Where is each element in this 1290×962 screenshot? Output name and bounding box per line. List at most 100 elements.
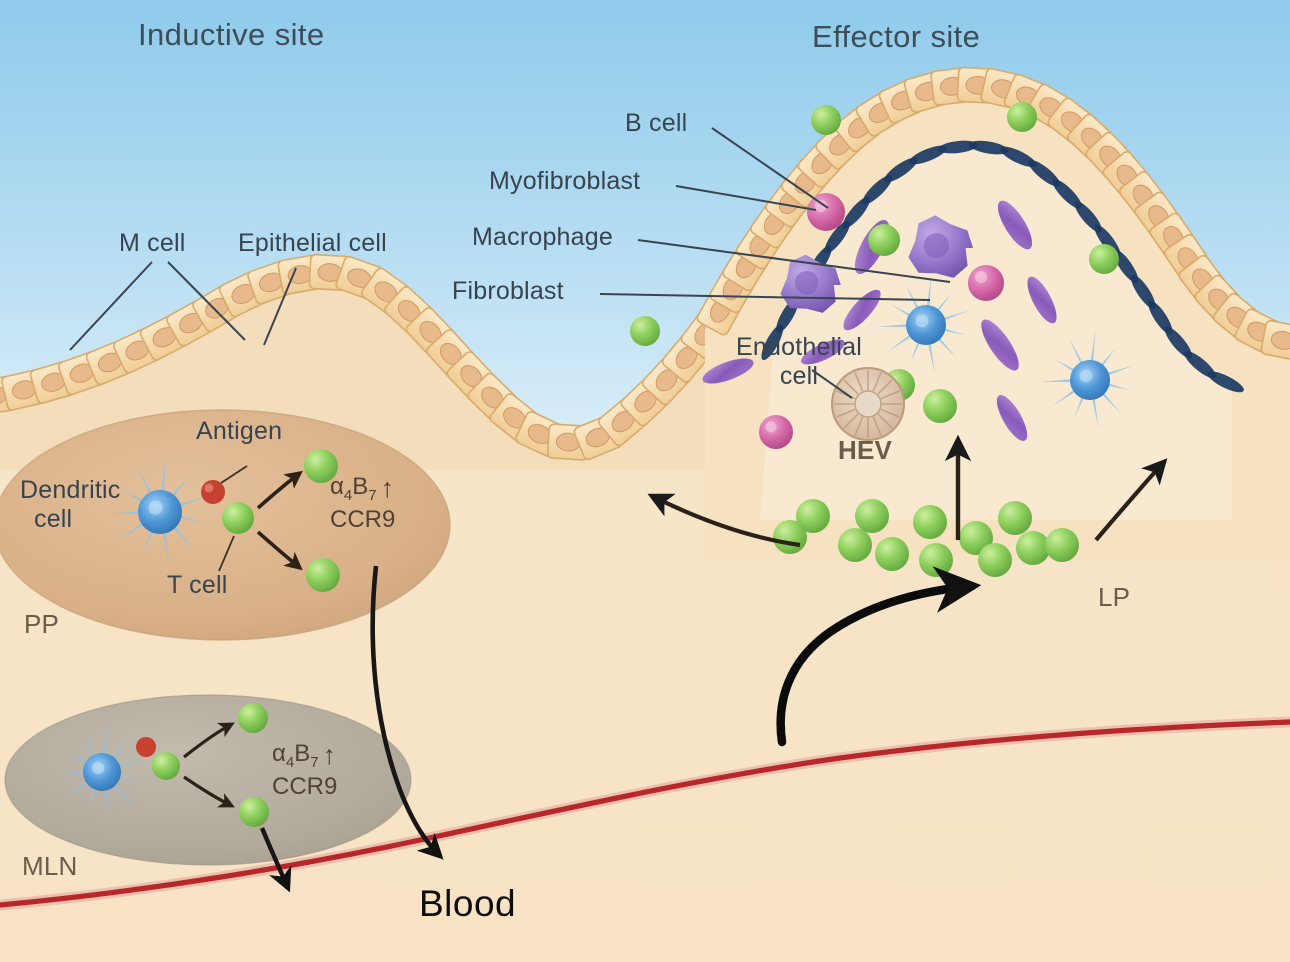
label-blood: Blood xyxy=(419,883,517,924)
pp-integrin-beta-sub: 7 xyxy=(368,486,377,504)
hev-endothelial-cell xyxy=(854,372,864,392)
dendritic-cell-mln xyxy=(54,724,143,819)
lymphocyte-lp-8 xyxy=(1045,528,1079,562)
hev-endothelial-cell xyxy=(836,408,856,418)
inductive-leader-lines xyxy=(69,261,297,351)
lymphocyte-lp-11 xyxy=(855,499,889,533)
hev-endothelial-cell xyxy=(843,413,859,429)
mln-integrin-beta: Β xyxy=(294,740,311,767)
label-mln: MLN xyxy=(22,851,78,881)
lymphocyte-lp-2 xyxy=(875,537,909,571)
fibroblast-f xyxy=(800,339,846,365)
myofibroblast-cell xyxy=(938,140,978,154)
label-fibroblast: Fibroblast xyxy=(452,277,564,305)
label-dendritic-cell-line2: cell xyxy=(34,505,73,533)
mln-upregulation-arrow-icon: ↑ xyxy=(322,739,337,770)
lymphocyte-lp-1 xyxy=(838,528,872,562)
label-myofibroblast: Myofibroblast xyxy=(489,167,641,195)
hev-endothelial-cell xyxy=(880,408,900,418)
myofibroblast-cell xyxy=(1113,249,1139,283)
lymphocyte-lp-6 xyxy=(998,501,1032,535)
fibroblast-h xyxy=(996,395,1028,441)
b-cell-a xyxy=(807,193,845,231)
pp-integrin-beta: Β xyxy=(352,473,369,500)
iel-b xyxy=(1007,102,1037,132)
lymphocyte-villus-a xyxy=(868,224,900,256)
blood-to-lp-arrow xyxy=(776,566,982,747)
t-cell-primed-a xyxy=(304,449,338,483)
hev-endothelial-cell xyxy=(877,413,893,429)
blood-vessel xyxy=(0,716,1290,911)
myofibroblast-cell xyxy=(761,324,784,361)
label-endothelial-cell-line1: Endothelial xyxy=(736,333,862,361)
myofibroblast-cell xyxy=(969,140,1009,155)
pp-chemokine-receptor: CCR9 xyxy=(330,505,396,533)
fibroblast-b xyxy=(997,200,1033,250)
label-dendritic-cell-line1: Dendritic xyxy=(20,476,121,504)
effector-leader-lines xyxy=(599,127,951,399)
lymphocyte-lp-7 xyxy=(1016,531,1050,565)
label-antigen: Antigen xyxy=(196,417,283,445)
t-cell-naive xyxy=(222,502,254,534)
label-pp: PP xyxy=(24,609,60,639)
pp-integrin-alpha-sub: 4 xyxy=(343,486,353,504)
label-macrophage: Macrophage xyxy=(472,223,613,251)
iel-a xyxy=(811,105,841,135)
myofibroblast-cell xyxy=(1184,351,1216,379)
label-t-cell: T cell xyxy=(167,571,228,599)
myofibroblast-cell xyxy=(842,196,871,229)
mln-cells xyxy=(54,703,292,893)
b-cell-b xyxy=(968,265,1004,301)
high-endothelial-venule xyxy=(831,367,905,441)
hev-endothelial-cell xyxy=(872,372,882,392)
mln-integrin-alpha-sub: 4 xyxy=(285,753,295,771)
lymphocyte-lp-10 xyxy=(978,543,1012,577)
myofibroblast-cell xyxy=(862,175,893,205)
mesenteric-lymph-node xyxy=(4,694,412,866)
myofibroblast-cell xyxy=(1074,201,1102,233)
label-lp: LP xyxy=(1098,582,1131,612)
macrophage-a xyxy=(908,215,973,278)
label-epithelial-cell: Epithelial cell xyxy=(238,229,387,257)
iel-c xyxy=(1089,244,1119,274)
dendritic-cell-pp xyxy=(105,457,208,566)
fibroblast-g xyxy=(1027,276,1057,324)
intraepithelial-lymphocytes xyxy=(630,102,1119,346)
t-cell-naive-mln xyxy=(152,752,180,780)
lymphocyte-villus-c xyxy=(923,389,957,423)
myofibroblast-cell xyxy=(909,145,947,165)
mln-chemokine-receptor: CCR9 xyxy=(272,772,338,800)
pp-upregulation-arrow-icon: ↑ xyxy=(380,472,395,503)
antigen-particle-mln xyxy=(136,737,156,757)
myofibroblast-cell xyxy=(1052,179,1083,209)
dendritic-cell-villus-b xyxy=(1040,330,1134,430)
title-effector-site: Effector site xyxy=(812,19,981,54)
t-cell-primed-b xyxy=(306,558,340,592)
myofibroblast-cell xyxy=(999,146,1037,168)
lymphocyte-lp-0 xyxy=(796,499,830,533)
lymphocyte-lp-4 xyxy=(919,543,953,577)
t-cell-primed-mln-a xyxy=(238,703,268,733)
lymphocyte-lp-5 xyxy=(959,521,993,555)
t-cell-primed-mln-b xyxy=(239,797,269,827)
mln-integrin-beta-sub: 7 xyxy=(310,753,319,771)
pp-to-blood-arrow xyxy=(370,565,444,860)
label-endothelial-cell-line2: cell xyxy=(779,362,819,390)
label-m-cell: M cell xyxy=(119,229,186,257)
dendritic-cell-villus-a xyxy=(876,275,970,375)
myofibroblast-cell xyxy=(1207,371,1244,393)
hev-endothelial-cell xyxy=(877,379,893,395)
myofibroblast-cell xyxy=(1148,300,1173,335)
homing-arrows xyxy=(647,434,1168,548)
pp-integrin-alpha: α xyxy=(330,473,344,500)
iel-d xyxy=(630,316,660,346)
hev-endothelial-cell xyxy=(872,416,882,436)
lymphocyte-lp-9 xyxy=(773,520,807,554)
mln-homing-markers: α4Β7 ↑ CCR9 xyxy=(272,740,337,801)
mln-integrin-alpha: α xyxy=(272,740,286,767)
pp-cells xyxy=(105,449,340,592)
myofibroblast-cell xyxy=(1028,159,1061,187)
label-hev: HEV xyxy=(838,435,893,465)
myofibroblast-cell xyxy=(884,157,918,183)
